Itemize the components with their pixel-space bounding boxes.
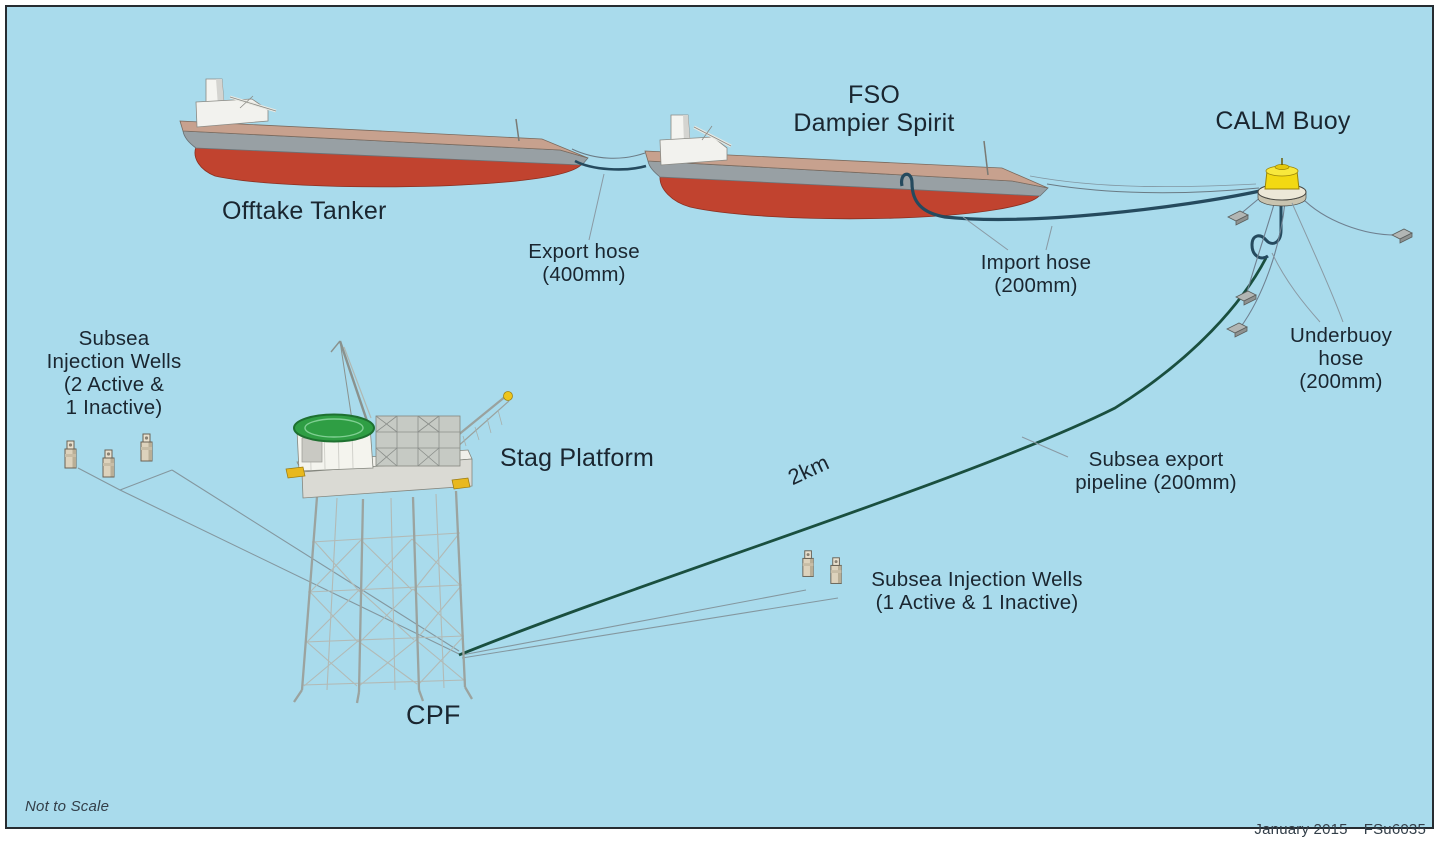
- wellhead-icon: [802, 550, 814, 577]
- mooring-line: [571, 148, 646, 159]
- label-cpf: CPF: [406, 700, 461, 730]
- label-offtake-tanker: Offtake Tanker: [222, 197, 387, 225]
- footer-date: January 2015: [1254, 820, 1348, 838]
- hawser-line-2: [1029, 175, 1257, 188]
- label-not-to-scale: Not to Scale: [25, 798, 110, 815]
- label-import-hose: Import hose (200mm): [980, 251, 1092, 298]
- wellhead-icon: [64, 440, 77, 469]
- anchor-block-icon: [1391, 228, 1413, 244]
- subsea-export-pipeline-line: [458, 257, 1268, 657]
- label-subsea-export-pipeline: Subsea export pipeline (200mm): [1075, 448, 1237, 495]
- export-hose-line: [574, 159, 647, 171]
- import-hose-line: [899, 172, 1261, 221]
- stag-platform-illustration: [285, 340, 513, 704]
- footer-ref: FSu6035: [1363, 820, 1426, 838]
- offtake-tanker-illustration: [179, 78, 589, 188]
- label-underbuoy-hose: Underbuoy hose (200mm): [1289, 324, 1393, 394]
- leader-lines: [588, 173, 1344, 458]
- flare-tip-icon: [503, 391, 513, 401]
- buoy-anchor-chains: [1237, 195, 1400, 329]
- label-subsea-wells-mid: Subsea Injection Wells (1 Active & 1 Ina…: [871, 568, 1083, 615]
- wellhead-icon: [830, 557, 842, 584]
- label-subsea-wells-left: Subsea Injection Wells (2 Active & 1 Ina…: [46, 327, 182, 420]
- anchor-block-icon: [1226, 322, 1248, 338]
- calm-buoy-illustration: [1257, 158, 1307, 207]
- anchor-block-icon: [1235, 290, 1257, 306]
- label-export-hose: Export hose (400mm): [528, 240, 640, 287]
- fso-vessel-illustration: [644, 114, 1049, 220]
- anchor-block-icon: [1227, 210, 1249, 226]
- well-flowlines: [77, 467, 839, 659]
- label-calm-buoy: CALM Buoy: [1215, 107, 1351, 135]
- label-stag-platform: Stag Platform: [500, 444, 655, 472]
- wellhead-icon: [102, 449, 115, 478]
- underbuoy-hose-line: [1250, 202, 1283, 260]
- label-footer: January 2015 FSu6035: [1254, 805, 1426, 839]
- label-fso-dampier-spirit: FSO Dampier Spirit: [793, 81, 955, 138]
- wellhead-icon: [140, 433, 153, 462]
- hawser-line: [1046, 183, 1260, 194]
